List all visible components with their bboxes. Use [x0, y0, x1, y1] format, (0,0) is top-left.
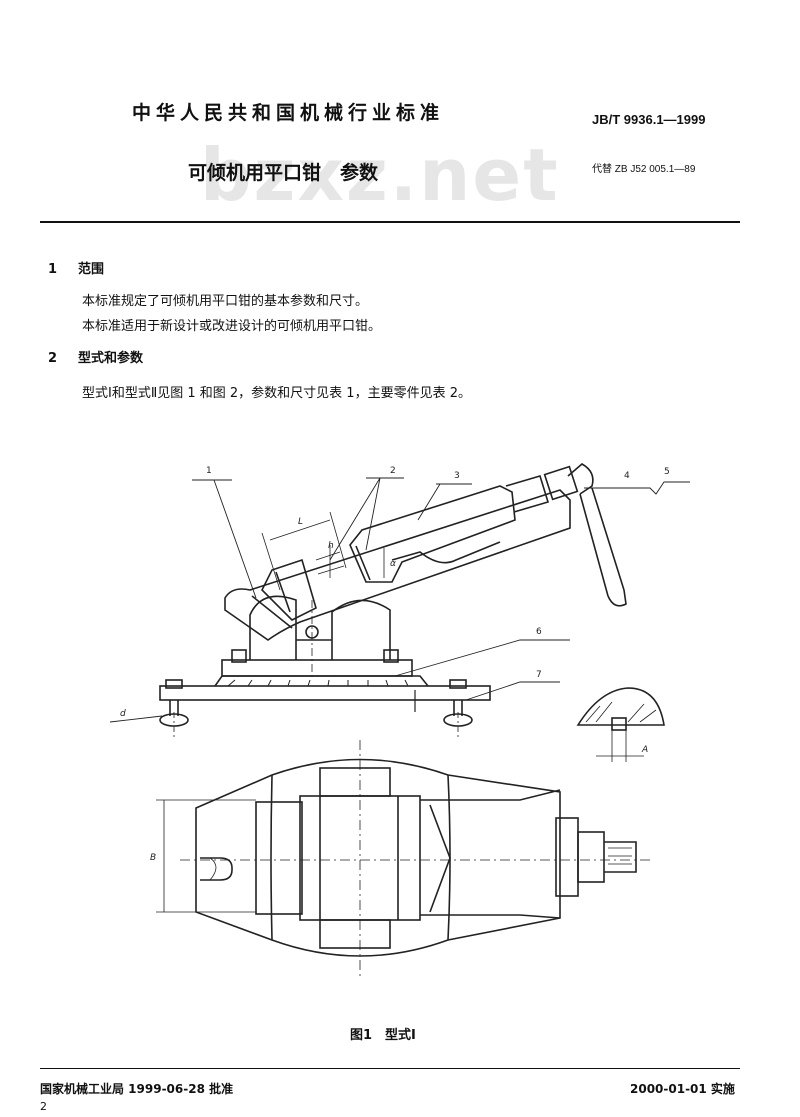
- document-title: 可倾机用平口钳 参数: [188, 162, 379, 184]
- callout-6: 6: [536, 627, 542, 637]
- swivel-plate: [221, 659, 413, 677]
- leader-4-5: [584, 481, 690, 495]
- leader-6: [394, 639, 570, 677]
- plan-u-slot-inner: [209, 857, 217, 881]
- plan-screw-body: [420, 789, 561, 919]
- watermark: bzxz.net: [200, 133, 560, 217]
- section-2-paragraph-1: 型式Ⅰ和型式Ⅱ见图 1 和图 2，参数和尺寸见表 1，主要零件见表 2。: [82, 386, 471, 401]
- footer-rule: [40, 1068, 740, 1069]
- plan-outline: [195, 758, 561, 957]
- swivel-base: [214, 675, 429, 687]
- standard-code: JB/T 9936.1—1999: [592, 112, 706, 127]
- dim-label-d: d: [120, 709, 126, 719]
- jaw-slot: [391, 541, 501, 564]
- tilted-vise-body: [224, 489, 571, 641]
- bolt: [165, 679, 183, 689]
- org-title: 中华人民共和国机械行业标准: [132, 102, 445, 124]
- bolt: [449, 679, 467, 689]
- plan-chamfer: [429, 804, 451, 913]
- dim-B: [156, 799, 256, 913]
- nut: [231, 649, 247, 663]
- section-1-paragraph-2: 本标准适用于新设计或改进设计的可倾机用平口钳。: [82, 319, 382, 334]
- dim-label-A: A: [641, 745, 648, 755]
- body-edge: [251, 595, 293, 629]
- figure-1-drawing: 1 2 3 4 5 6 7 L h α d B A: [109, 463, 690, 980]
- header-rule: [40, 221, 740, 223]
- t-slot-detail: [576, 687, 665, 726]
- callout-7: 7: [536, 670, 542, 680]
- section-hatching: [585, 701, 657, 723]
- effective-date: 2000-01-01 实施: [630, 1082, 735, 1096]
- plan-square-end: [577, 831, 605, 883]
- page-number: 2: [40, 1100, 47, 1113]
- figure-caption: 图1 型式Ⅰ: [350, 1028, 416, 1043]
- left-pillar: [249, 595, 297, 660]
- section-title: 范围: [78, 262, 105, 277]
- dim-ext-L: [261, 511, 347, 591]
- leader-3: [417, 483, 472, 521]
- handle-hub: [567, 463, 594, 495]
- section-title: 型式和参数: [78, 351, 144, 366]
- bolt-centerlines: [173, 712, 459, 738]
- plan-handle-stub: [604, 841, 637, 873]
- leader-2: [329, 477, 404, 561]
- movable-jaw-plate: [355, 545, 371, 581]
- square-nut: [543, 465, 579, 501]
- dim-label-B: B: [150, 853, 156, 863]
- section-1-paragraph-1: 本标准规定了可倾机用平口钳的基本参数和尺寸。: [82, 294, 369, 309]
- callout-3: 3: [454, 471, 460, 481]
- callout-1: 1: [206, 466, 212, 476]
- plan-knurl: [608, 847, 632, 865]
- section-number: 2: [48, 351, 58, 366]
- handle-bar: [579, 487, 625, 597]
- dim-line-L: [269, 519, 331, 541]
- replaces-note: 代替 ZB J52 005.1—89: [592, 164, 696, 175]
- handle-end: [607, 589, 627, 607]
- fixed-jaw-plate: [275, 571, 291, 613]
- plan-jaw-lines: [319, 796, 399, 920]
- dim-label-h: h: [328, 541, 334, 551]
- leader-d: [109, 715, 163, 723]
- plan-u-slot: [200, 857, 233, 881]
- section-1-heading: 1 范围: [48, 258, 104, 277]
- section-2-heading: 2 型式和参数: [48, 347, 143, 366]
- callout-4: 4: [624, 471, 630, 481]
- t-key: [611, 717, 627, 731]
- movable-jaw: [349, 485, 516, 583]
- base-plate: [159, 685, 491, 701]
- leader-1: [192, 479, 257, 599]
- dim-label-L: L: [298, 517, 303, 527]
- callout-5: 5: [664, 467, 670, 477]
- approval-note: 国家机械工业局 1999-06-28 批准: [40, 1082, 234, 1096]
- plan-top-block: [319, 767, 391, 797]
- bolt-shanks: [169, 700, 463, 716]
- right-pillar: [331, 599, 391, 660]
- fixed-jaw: [261, 558, 317, 621]
- plan-fixed-jaw: [255, 801, 303, 915]
- section-number: 1: [48, 262, 58, 277]
- plan-bottom-block: [319, 919, 391, 949]
- callout-2: 2: [390, 466, 396, 476]
- dim-A: [596, 730, 644, 762]
- screw-housing: [505, 475, 550, 513]
- nut: [383, 649, 399, 663]
- leader-7: [465, 681, 560, 701]
- dim-label-alpha: α: [390, 559, 396, 569]
- degree-scale: [227, 679, 409, 687]
- dim-h: [315, 545, 345, 578]
